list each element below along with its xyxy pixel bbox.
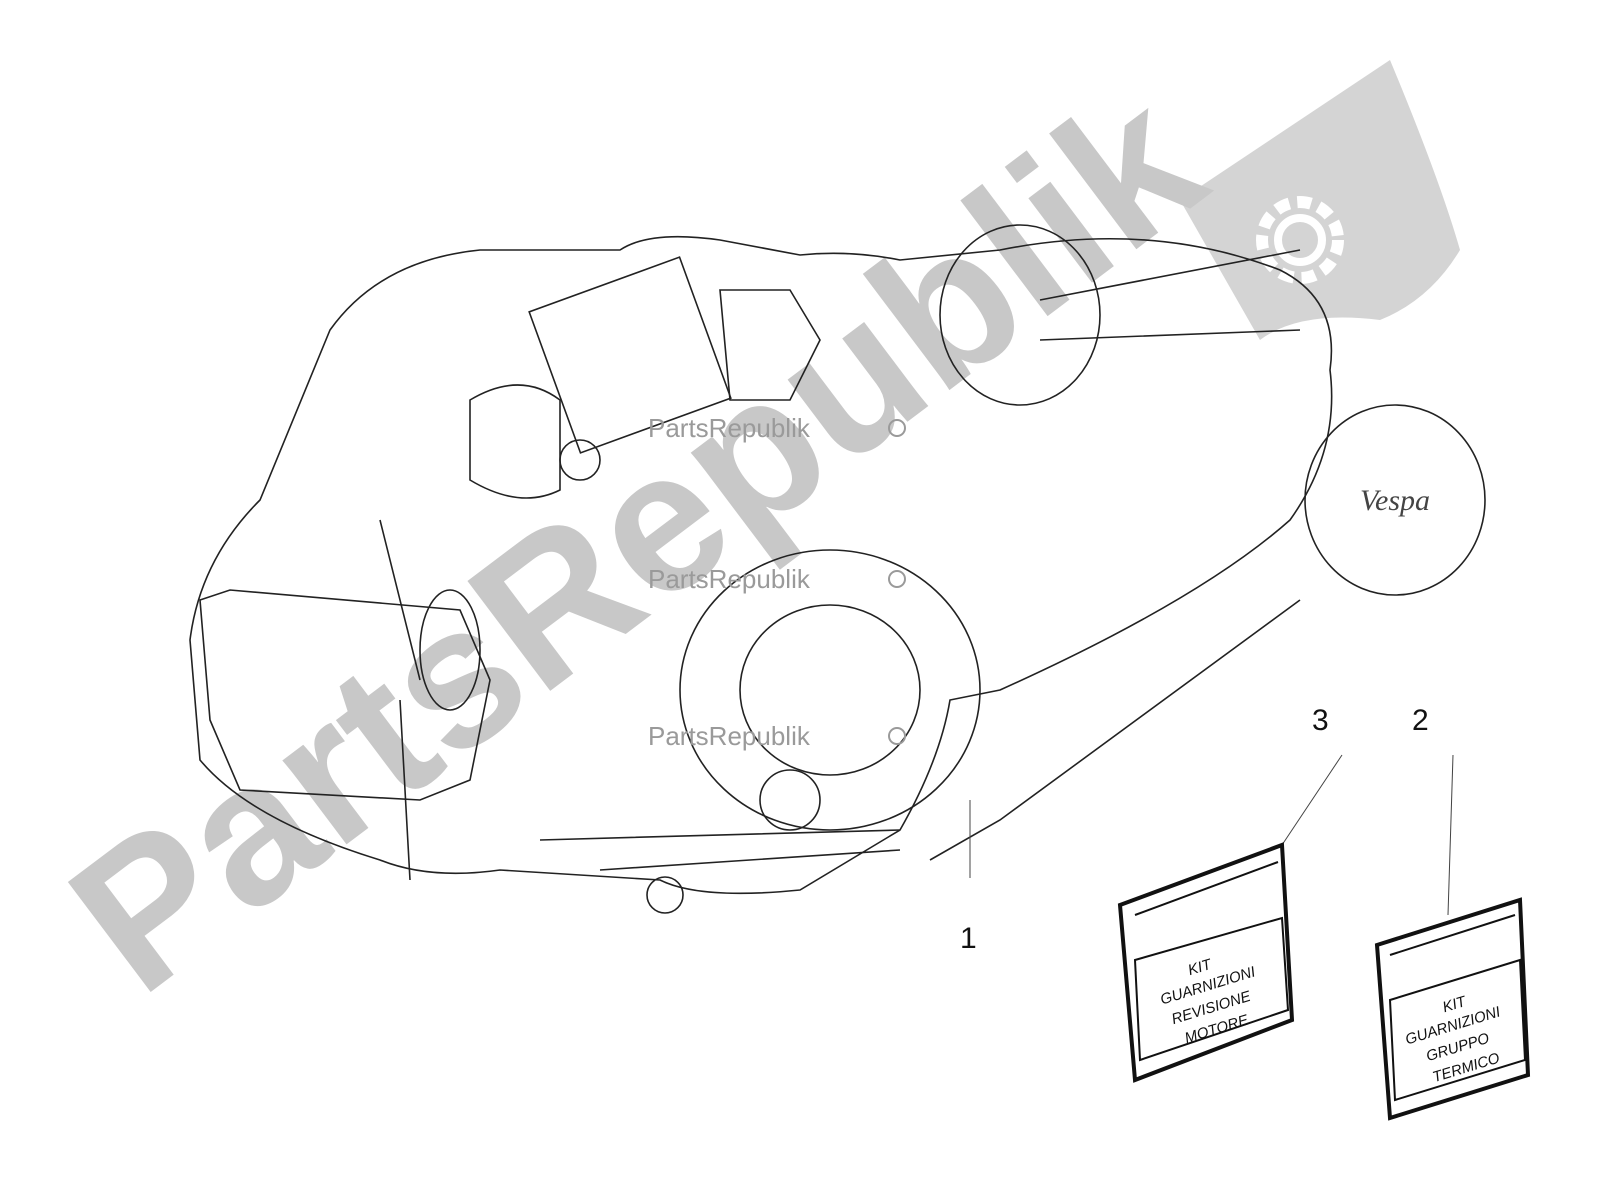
engine-assembly-drawing: Vespa: [189, 224, 1486, 914]
watermark-label: PartsRepublik: [648, 564, 811, 594]
vespa-logo: Vespa: [1360, 484, 1430, 517]
callout-number[interactable]: 2: [1412, 704, 1429, 737]
watermark-label: PartsRepublik: [648, 413, 811, 443]
callout-number[interactable]: 3: [1312, 704, 1329, 737]
bag-label-line: KIT: [1441, 993, 1470, 1017]
watermark-label: PartsRepublik: [648, 721, 811, 751]
gasket-kit-bag-2[interactable]: KIT GUARNIZIONI GRUPPO TERMICO: [1374, 897, 1531, 1121]
gear-icon: [1256, 196, 1344, 284]
bag-label-line: KIT: [1186, 955, 1215, 979]
watermark-small: PartsRepublik PartsRepublik PartsRepubli…: [648, 413, 906, 751]
callout-2[interactable]: 2: [1412, 704, 1454, 916]
callout-1[interactable]: 1: [960, 800, 977, 955]
gasket-kit-bag-3[interactable]: KIT GUARNIZIONI REVISIONE MOTORE: [1117, 842, 1295, 1083]
callout-number[interactable]: 1: [960, 922, 977, 955]
svg-text:PartsRepublik: PartsRepublik: [32, 46, 1241, 1034]
gear-icon: [888, 419, 906, 745]
callout-3[interactable]: 3: [1281, 704, 1343, 846]
